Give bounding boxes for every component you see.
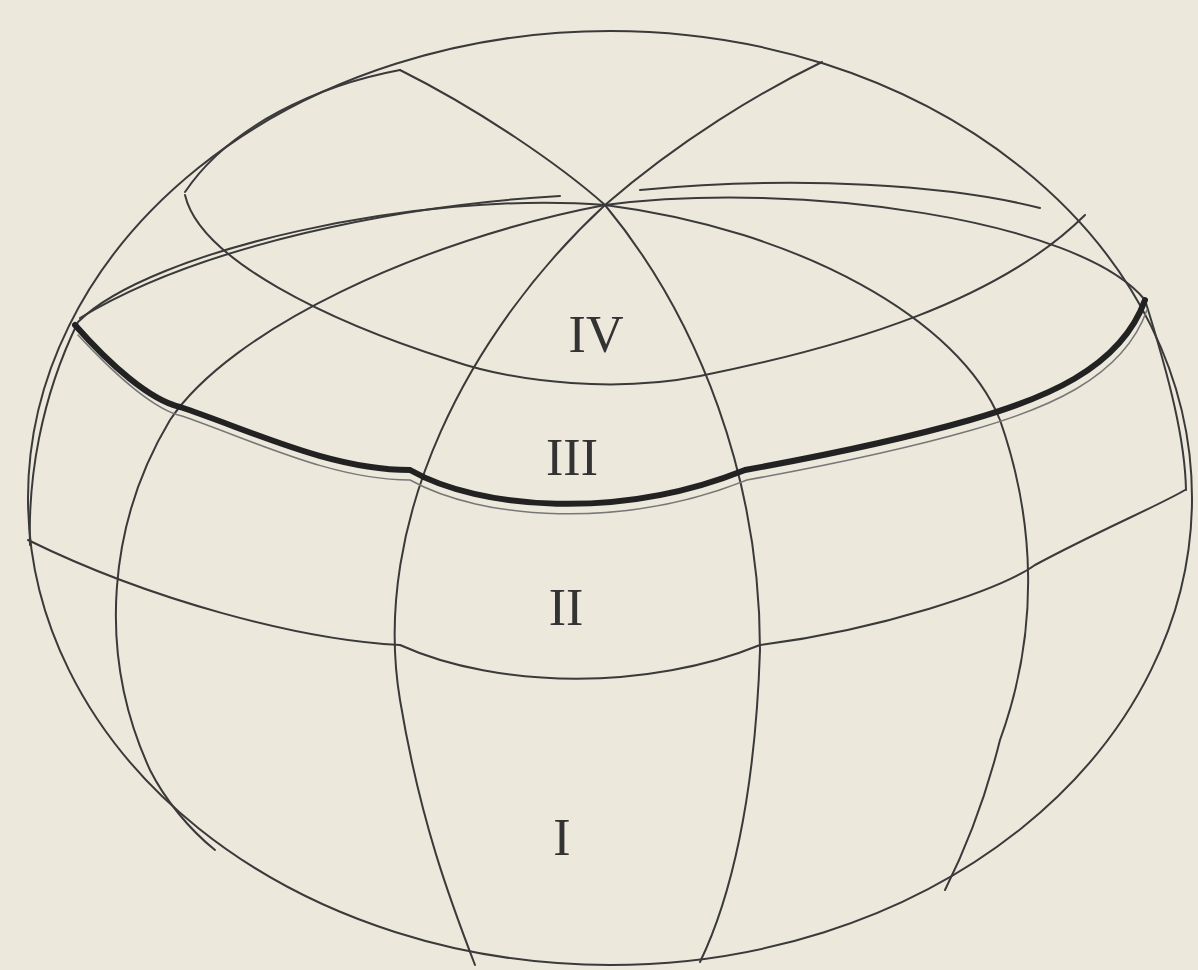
meridian-furrow: [605, 205, 760, 962]
equatorial-furrow: [75, 300, 1145, 504]
egg-outline: [28, 31, 1192, 965]
furrow-line: [640, 183, 1040, 208]
furrow-line: [185, 70, 400, 192]
meridian-furrow: [116, 205, 605, 850]
equatorial-furrow: [78, 310, 1147, 514]
tier-numeral: I: [553, 812, 570, 864]
latitude-furrow: [28, 490, 1185, 679]
meridian-furrow: [605, 198, 1186, 490]
tier-numeral: IV: [569, 309, 624, 361]
tier-numeral: II: [549, 582, 584, 634]
furrow-line: [80, 196, 560, 318]
meridian-furrow: [605, 205, 1028, 890]
furrow-line: [185, 195, 1085, 384]
tier-numeral: III: [546, 432, 598, 484]
furrow-line: [400, 70, 605, 205]
